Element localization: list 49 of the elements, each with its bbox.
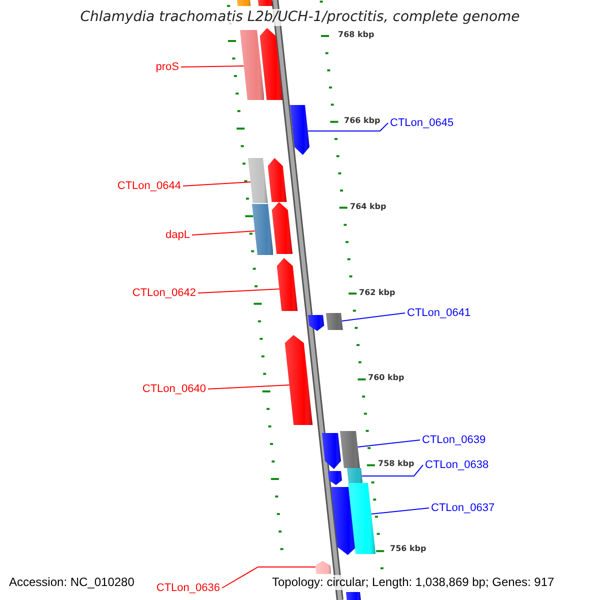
gene-bar [248,158,268,203]
gene-bar [258,0,273,6]
leader-line [198,288,280,294]
footer-text: Topology: circular; Length: 1,038,869 bp; Genes: 917 [272,575,554,590]
gene-feature [290,105,310,155]
gene-feature [328,471,342,485]
scale-label: 764 kbp [350,202,386,212]
scale-label: 758 kbp [378,459,414,469]
gene-feature [259,28,283,100]
scale-label: 756 kbp [390,544,426,554]
gene-label: CTLon_0636 [156,581,220,595]
gene-label: dapL [166,228,190,242]
leader-line [370,508,430,514]
gene-bar [252,204,274,255]
leader-line [361,464,424,476]
scale-label: 766 kbp [344,116,380,126]
gene-bar [347,468,363,483]
leader-line [341,312,406,322]
leader-line [208,384,290,390]
leader-line [307,122,388,132]
title: Chlamydia trachomatis L2b/UCH-1/proctitis, complete genome [80,9,520,26]
gene-bar [326,313,343,330]
leader-line [192,230,256,236]
gene-feature [315,561,332,574]
gene-bar [237,0,251,6]
gene-label: CTLon_0638 [425,458,489,472]
gene-label: CTLon_0639 [422,433,486,447]
scale-label: 768 kbp [338,30,374,40]
scale-label: 762 kbp [359,288,396,298]
gene-label: CTLon_0644 [117,179,181,193]
gene-feature [284,335,313,425]
leader-line [182,182,252,186]
scale-label: 760 kbp [368,373,404,383]
gene-feature [322,433,342,469]
gene-label: CTLon_0645 [390,116,454,130]
footer-text: Accession: NC_010280 [9,575,134,590]
gene-feature [271,202,293,254]
gene-feature [308,315,325,331]
gene-feature [267,158,287,202]
gene-label: CTLon_0637 [431,501,495,515]
leader-line [357,440,420,448]
gene-label: CTLon_0642 [132,286,196,300]
leader-line [180,66,244,68]
gene-feature [276,258,298,311]
gene-label: proS [156,60,179,74]
gene-bar [240,30,264,100]
gene-label: CTLon_0640 [142,382,206,396]
leader-line [222,566,316,588]
gene-label: CTLon_0641 [407,306,471,320]
